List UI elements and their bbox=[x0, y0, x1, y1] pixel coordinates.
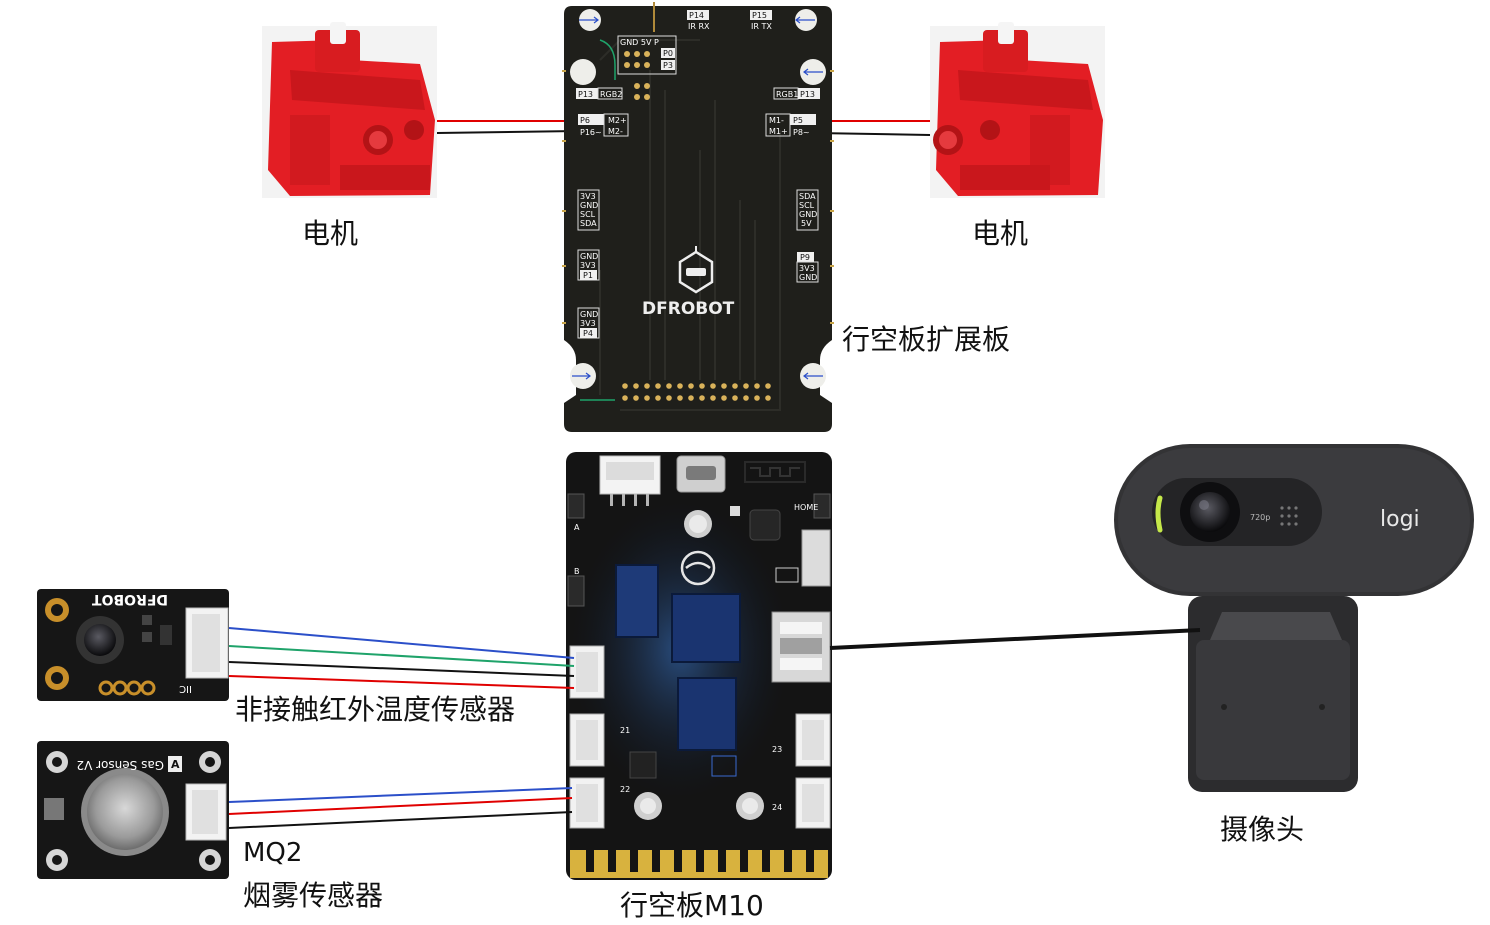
silk-left-gnd: GND bbox=[580, 201, 598, 210]
silk-p9-3v3: 3V3 bbox=[799, 264, 815, 273]
silk-ir-tx: IR TX bbox=[751, 22, 772, 31]
silk-p3: P3 bbox=[663, 61, 673, 70]
label-smoke-sensor: 烟雾传感器 bbox=[243, 879, 384, 912]
m10-b-label: B bbox=[574, 567, 580, 576]
wire-ir-blue bbox=[228, 627, 575, 659]
silk-p8: P8~ bbox=[793, 128, 810, 137]
expansion-board: P14 IR RX P15 IR TX GND 5V P P0 P3 P13 R… bbox=[562, 2, 834, 432]
wire-motor-left-black bbox=[436, 130, 579, 134]
camera-resolution: 720p bbox=[1250, 513, 1270, 522]
wire-camera-usb bbox=[829, 628, 1201, 650]
wire-mq2-black bbox=[228, 811, 573, 829]
silk-rgb2: RGB2 bbox=[600, 90, 622, 99]
label-ir-sensor: 非接触红外温度传感器 bbox=[235, 693, 516, 726]
silk-m2m: M2- bbox=[608, 127, 623, 136]
edge-header bbox=[622, 383, 771, 401]
silk-p4-gnd: GND bbox=[580, 310, 598, 319]
silk-p4-3v3: 3V3 bbox=[580, 319, 596, 328]
silk-ir-rx: IR RX bbox=[688, 22, 710, 31]
silk-p9: P9 bbox=[800, 253, 810, 262]
wire-ir-black bbox=[228, 661, 575, 677]
ir-sensor-iic: IIC bbox=[179, 683, 192, 694]
silk-p13-right: P13 bbox=[800, 90, 815, 99]
silk-p1: P1 bbox=[583, 271, 593, 280]
silk-p1-gnd: GND bbox=[580, 252, 598, 261]
silk-p4: P4 bbox=[583, 329, 593, 338]
silk-p9-gnd: GND bbox=[799, 273, 817, 282]
silk-left-sda: SDA bbox=[580, 219, 597, 228]
label-main-board: 行空板M10 bbox=[620, 889, 764, 922]
wire-motor-right-black bbox=[814, 132, 931, 136]
camera-logo: logi bbox=[1380, 507, 1420, 532]
label-smoke-model: MQ2 bbox=[243, 838, 303, 868]
silk-rgb1: RGB1 bbox=[776, 90, 798, 99]
silk-p13-left: P13 bbox=[578, 90, 593, 99]
motor-left bbox=[262, 22, 437, 198]
mq2-gas-sensor: Gas Sensor V2 A bbox=[37, 741, 229, 879]
wire-mq2-red bbox=[228, 797, 573, 815]
silk-m1p: M1+ bbox=[769, 127, 788, 136]
m10-p23-label: 23 bbox=[772, 745, 782, 754]
motor-right bbox=[930, 22, 1105, 198]
wire-mq2-blue bbox=[228, 787, 573, 803]
ir-sensor-brand: DFROBOT bbox=[92, 591, 168, 607]
m10-a-label: A bbox=[574, 523, 580, 532]
silk-p15: P15 bbox=[752, 11, 767, 20]
gas-sensor-a-label: A bbox=[171, 758, 180, 771]
silk-left-3v3: 3V3 bbox=[580, 192, 596, 201]
silk-right-sda: SDA bbox=[799, 192, 816, 201]
m10-p22-label: 22 bbox=[620, 785, 630, 794]
label-motor-left: 电机 bbox=[302, 217, 359, 250]
silk-p0: P0 bbox=[663, 49, 673, 58]
silk-left-scl: SCL bbox=[580, 210, 596, 219]
silk-p14: P14 bbox=[689, 11, 704, 20]
webcam: 720p logi bbox=[1114, 444, 1474, 792]
silk-m1m: M1- bbox=[769, 116, 784, 125]
m10-home-label: HOME bbox=[794, 503, 818, 512]
board-brand: DFROBOT bbox=[642, 299, 735, 319]
silk-right-scl: SCL bbox=[799, 201, 815, 210]
silk-m2p: M2+ bbox=[608, 116, 627, 125]
label-motor-right: 电机 bbox=[972, 217, 1029, 250]
silk-p6: P6 bbox=[580, 116, 590, 125]
dfrobot-logo-icon bbox=[678, 246, 714, 294]
wire-ir-red bbox=[228, 675, 575, 689]
m10-p21-label: 21 bbox=[620, 726, 630, 735]
ir-temperature-sensor: DFROBOT IIC bbox=[37, 589, 229, 701]
silk-p16: P16~ bbox=[580, 128, 602, 137]
silk-gnd5vp: GND 5V P bbox=[620, 38, 659, 47]
main-board-m10: A B HOME 21 22 23 bbox=[566, 452, 832, 880]
silk-p5: P5 bbox=[793, 116, 803, 125]
gas-sensor-model-text: Gas Sensor V2 bbox=[76, 758, 164, 772]
wire-ir-green bbox=[228, 645, 575, 667]
silk-right-5v: 5V bbox=[801, 219, 812, 228]
m10-p24-label: 24 bbox=[772, 803, 782, 812]
silk-p1-3v3: 3V3 bbox=[580, 261, 596, 270]
label-expansion-board: 行空板扩展板 bbox=[842, 323, 1011, 356]
silk-right-gnd: GND bbox=[799, 210, 817, 219]
label-camera: 摄像头 bbox=[1220, 813, 1305, 846]
